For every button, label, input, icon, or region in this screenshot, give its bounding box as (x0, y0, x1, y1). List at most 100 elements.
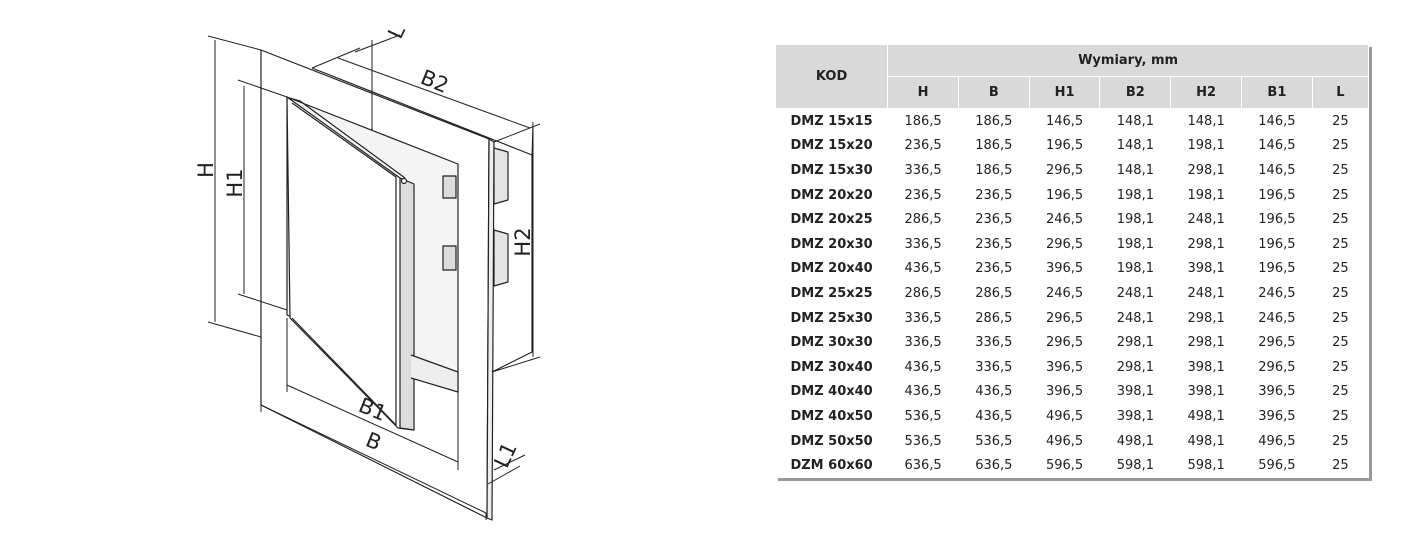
dimension-cell-b2: 198,1 (1116, 236, 1154, 252)
dimension-cell-b2: 498,1 (1116, 433, 1154, 449)
dimension-cell-b1: 146,5 (1258, 162, 1296, 178)
dimension-cell-h: 286,5 (904, 212, 942, 228)
dimension-cell-l: 25 (1332, 408, 1349, 424)
dimension-cell-b1: 196,5 (1258, 212, 1296, 228)
dimension-cell-l: 25 (1332, 162, 1349, 178)
dimension-cell-b2: 298,1 (1116, 335, 1154, 351)
dimension-cell-b: 186,5 (975, 162, 1013, 178)
product-code-cell: DMZ 15x30 (790, 162, 873, 178)
door-technical-drawing: H H1 H2 B2 L B1 B L1 (170, 10, 590, 540)
dimension-cell-b: 286,5 (975, 285, 1013, 301)
dimension-cell-b: 236,5 (975, 261, 1013, 277)
dimension-cell-b1: 196,5 (1258, 236, 1296, 252)
dimension-cell-h: 436,5 (904, 359, 942, 375)
product-code-cell: DMZ 20x40 (790, 261, 873, 277)
dimension-cell-b: 636,5 (975, 458, 1013, 474)
dimension-cell-h1: 396,5 (1045, 359, 1084, 375)
column-header-b1: B1 (1241, 76, 1313, 109)
dimension-cell-b2: 248,1 (1116, 310, 1154, 326)
dimension-cell-h: 336,5 (904, 310, 942, 326)
product-code-cell: DMZ 20x20 (790, 187, 873, 203)
code-column-header: KOD (774, 44, 889, 109)
dimension-cell-b2: 198,1 (1116, 261, 1154, 277)
dimension-cell-h1: 496,5 (1045, 408, 1084, 424)
dimension-cell-h1: 296,5 (1045, 236, 1084, 252)
dimension-cell-h1: 296,5 (1045, 162, 1084, 178)
dim-label-h2: H2 (511, 227, 535, 256)
dimension-cell-l: 25 (1332, 433, 1349, 449)
product-code-cell: DMZ 25x30 (790, 310, 873, 326)
dim-label-b2: B2 (417, 65, 452, 98)
dimension-cell-b: 336,5 (975, 359, 1013, 375)
table-row: DMZ 25x30 336,5 286,5 296,5 248,1 298,1 246,5 2… (776, 306, 1369, 331)
dimension-cell-h: 236,5 (904, 138, 942, 154)
product-code-cell: DMZ 20x30 (790, 236, 873, 252)
dimension-cell-h1: 596,5 (1045, 458, 1084, 474)
dimension-cell-h2: 248,1 (1187, 212, 1225, 228)
dimension-cell-h2: 248,1 (1187, 285, 1225, 301)
dimension-cell-h1: 196,5 (1045, 138, 1084, 154)
dimension-cell-l: 25 (1332, 359, 1349, 375)
dimension-cell-h: 536,5 (904, 408, 942, 424)
dimension-cell-h1: 196,5 (1045, 187, 1084, 203)
dimension-cell-b: 436,5 (975, 384, 1013, 400)
dimension-cell-b2: 598,1 (1116, 458, 1154, 474)
dimension-cell-h1: 496,5 (1045, 433, 1084, 449)
dimension-cell-b1: 246,5 (1258, 285, 1296, 301)
product-code-cell: DMZ 30x30 (790, 335, 873, 351)
dimension-cell-b: 236,5 (975, 187, 1013, 203)
column-header-l: L (1311, 76, 1370, 109)
dimension-cell-h2: 298,1 (1187, 310, 1225, 326)
dimension-cell-b2: 198,1 (1116, 212, 1154, 228)
dimension-cell-h: 186,5 (904, 113, 942, 129)
dim-label-h: H (194, 162, 218, 178)
dimension-cell-b2: 398,1 (1116, 384, 1154, 400)
dimension-cell-h2: 398,1 (1187, 261, 1225, 277)
column-header-h2: H2 (1170, 76, 1243, 109)
dimension-cell-l: 25 (1332, 335, 1349, 351)
dimension-cell-h1: 396,5 (1045, 384, 1084, 400)
dimension-cell-h1: 246,5 (1045, 212, 1084, 228)
dimension-cell-b: 236,5 (975, 236, 1013, 252)
dimension-cell-h1: 296,5 (1045, 335, 1084, 351)
column-header-h: H (887, 76, 959, 109)
dimension-cell-l: 25 (1332, 310, 1349, 326)
dim-label-l1: L1 (489, 439, 521, 472)
dimension-cell-h: 436,5 (904, 261, 942, 277)
dimension-cell-b: 536,5 (975, 433, 1013, 449)
dimension-cell-h1: 396,5 (1045, 261, 1084, 277)
dimension-cell-h2: 398,1 (1187, 359, 1225, 375)
dimension-cell-b1: 146,5 (1258, 138, 1296, 154)
dimension-cell-l: 25 (1332, 212, 1349, 228)
door-diagram-svg: H H1 H2 B2 L B1 B L1 (194, 21, 541, 521)
product-code-cell: DMZ 40x50 (790, 408, 873, 424)
dimension-cell-b1: 246,5 (1258, 310, 1296, 326)
product-code-cell: DMZ 25x25 (790, 285, 873, 301)
dimension-cell-l: 25 (1332, 285, 1349, 301)
dimension-cell-h1: 296,5 (1045, 310, 1084, 326)
dimension-cell-l: 25 (1332, 261, 1349, 277)
dimension-cell-b2: 248,1 (1116, 285, 1154, 301)
dimension-cell-b: 436,5 (975, 408, 1013, 424)
dimension-cell-b: 286,5 (975, 310, 1013, 326)
dimension-cell-h2: 498,1 (1187, 408, 1225, 424)
dimension-cell-h: 636,5 (904, 458, 942, 474)
dimension-cell-h2: 148,1 (1187, 113, 1225, 129)
dimension-cell-b1: 496,5 (1258, 433, 1296, 449)
dim-label-h1: H1 (223, 168, 247, 197)
dimension-cell-b: 236,5 (975, 212, 1013, 228)
dimension-cell-l: 25 (1332, 187, 1349, 203)
product-code-cell: DMZ 50x50 (790, 433, 873, 449)
column-header-b2: B2 (1099, 76, 1172, 109)
dimension-cell-l: 25 (1332, 138, 1349, 154)
